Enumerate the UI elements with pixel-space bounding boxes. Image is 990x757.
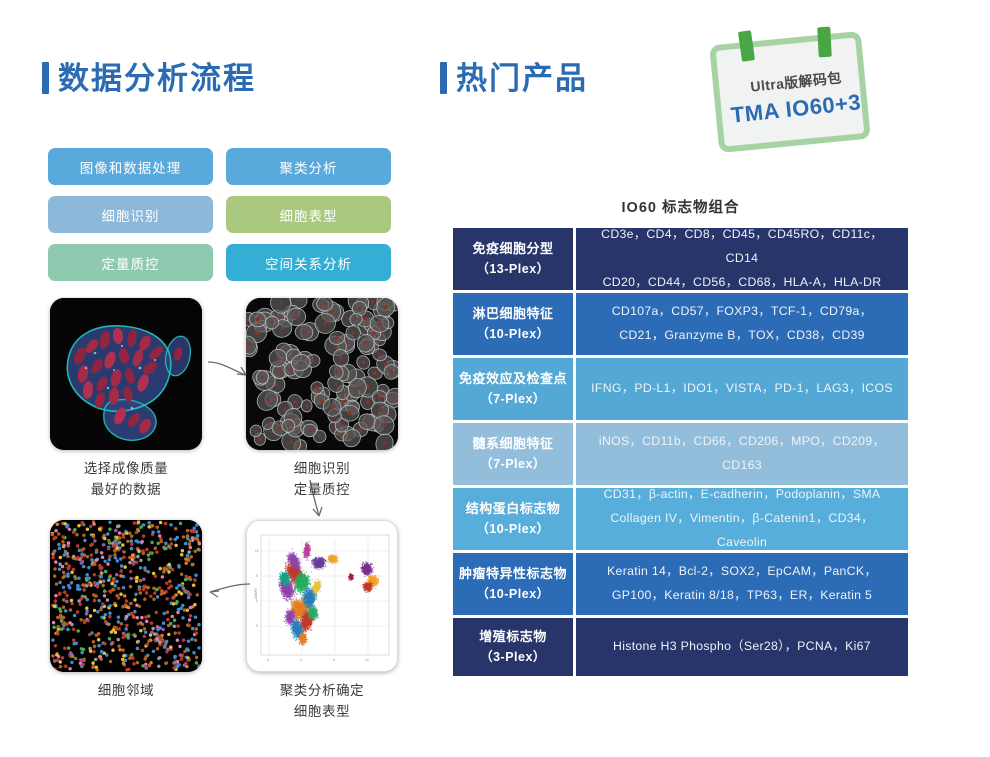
marker-plex-count: （7-Plex） xyxy=(480,392,546,407)
pill-label: 细胞表型 xyxy=(279,208,338,224)
marker-table-row: 肿瘤特异性标志物 （10-Plex） Keratin 14，Bcl-2，SOX2，E… xyxy=(453,553,908,615)
marker-table-row: 髓系细胞特征 （7-Plex） iNOS，CD11b，CD66，CD206，MPO，… xyxy=(453,423,908,485)
marker-list-line: CD107a，CD57，FOXP3，TCF-1，CD79a， xyxy=(611,304,873,319)
caption-line-2: 最好的数据 xyxy=(90,481,162,497)
marker-list-line: CD21，Granzyme B，TOX，CD38，CD39 xyxy=(619,328,865,342)
marker-list: IFNG，PD-L1，IDO1，VISTA，PD-1，LAG3，ICOS xyxy=(576,358,908,420)
workflow-pill-quantitative-qc[interactable]: 定量质控 xyxy=(48,244,213,281)
arrow-tissue-to-segmentation xyxy=(206,358,252,389)
marker-category-label: 免疫细胞分型 （13-Plex） xyxy=(453,228,573,290)
marker-category-name: 髓系细胞特征 xyxy=(472,435,554,451)
marker-category-label: 髓系细胞特征 （7-Plex） xyxy=(453,423,573,485)
right-heading-text: 热门产品 xyxy=(456,60,588,96)
marker-table-row: 淋巴细胞特征 （10-Plex） CD107a，CD57，FOXP3，TCF-1，C… xyxy=(453,293,908,355)
marker-category-name: 结构蛋白标志物 xyxy=(465,500,561,516)
workflow-pill-cell-identification[interactable]: 细胞识别 xyxy=(48,196,213,233)
marker-list-line: Histone H3 Phospho（Ser28），PCNA，Ki67 xyxy=(613,639,871,654)
caption-line-1: 细胞识别 xyxy=(293,461,351,476)
caption-line-1: 聚类分析确定 xyxy=(279,683,365,698)
right-section-heading: 热门产品 xyxy=(440,62,588,94)
marker-table-row: 结构蛋白标志物 （10-Plex） CD31，β-actin，E-cadherin，… xyxy=(453,487,908,550)
marker-list: iNOS，CD11b，CD66，CD206，MPO，CD209，CD163 xyxy=(576,423,908,485)
marker-category-name: 肿瘤特异性标志物 xyxy=(458,565,567,581)
caption-neighborhood: 细胞邻域 xyxy=(41,681,211,702)
arrow-umap-to-neighborhood xyxy=(206,578,252,607)
caption-line-2: 定量质控 xyxy=(293,481,351,497)
marker-category-name: 免疫细胞分型 xyxy=(472,240,554,256)
left-section-heading: 数据分析流程 xyxy=(42,62,256,94)
caption-line-2: 细胞表型 xyxy=(293,703,351,719)
heading-accent-bar xyxy=(440,62,447,94)
marker-category-label: 结构蛋白标志物 （10-Plex） xyxy=(453,488,573,550)
cell-segmentation-image xyxy=(246,298,398,450)
marker-panel-table: 免疫细胞分型 （13-Plex） CD3e，CD4，CD8，CD45，CD45RO，… xyxy=(453,227,908,679)
multiplex-tissue-image xyxy=(50,298,202,450)
marker-plex-count: （7-Plex） xyxy=(480,457,546,472)
marker-plex-count: （10-Plex） xyxy=(476,522,550,537)
pill-label: 定量质控 xyxy=(101,256,160,272)
marker-plex-count: （13-Plex） xyxy=(476,262,550,277)
marker-list: CD107a，CD57，FOXP3，TCF-1，CD79a， CD21，Granz… xyxy=(576,293,908,355)
marker-category-name: 淋巴细胞特征 xyxy=(472,305,554,321)
marker-category-label: 淋巴细胞特征 （10-Plex） xyxy=(453,293,573,355)
marker-list-line: GP100，Keratin 8/18，TP63，ER，Keratin 5 xyxy=(611,588,873,602)
marker-list-line: CD31，β-actin，E-cadherin，Podoplanin，SMA xyxy=(603,487,881,502)
heading-accent-bar xyxy=(42,62,49,94)
marker-list-line: CD20，CD44，CD56，CD68，HLA-A，HLA-DR xyxy=(602,274,882,289)
marker-category-name: 免疫效应及检查点 xyxy=(458,370,567,386)
pill-label: 图像和数据处理 xyxy=(79,160,182,176)
marker-list-line: CD3e，CD4，CD8，CD45，CD45RO，CD11c，CD14 xyxy=(601,227,883,266)
caption-line-1: 细胞邻域 xyxy=(97,683,155,698)
marker-category-label: 肿瘤特异性标志物 （10-Plex） xyxy=(453,553,573,615)
marker-category-label: 免疫效应及检查点 （7-Plex） xyxy=(453,358,573,420)
workflow-pill-image-data-processing[interactable]: 图像和数据处理 xyxy=(48,148,213,185)
marker-list-line: iNOS，CD11b，CD66，CD206，MPO，CD209，CD163 xyxy=(598,434,886,472)
caption-umap: 聚类分析确定 细胞表型 xyxy=(237,681,407,723)
badge-clip-left-icon xyxy=(737,30,756,62)
arrow-segmentation-to-umap xyxy=(306,478,332,525)
marker-plex-count: （3-Plex） xyxy=(480,650,546,665)
marker-list-line: IFNG，PD-L1，IDO1，VISTA，PD-1，LAG3，ICOS xyxy=(591,381,893,396)
left-heading-text: 数据分析流程 xyxy=(58,60,256,96)
pill-label: 聚类分析 xyxy=(279,160,338,176)
marker-list: Keratin 14，Bcl-2，SOX2，EpCAM，PanCK， GP100，… xyxy=(576,553,908,615)
pill-label: 细胞识别 xyxy=(101,208,160,224)
marker-plex-count: （10-Plex） xyxy=(476,327,550,342)
badge-clip-right-icon xyxy=(817,26,832,58)
marker-category-label: 增殖标志物 （3-Plex） xyxy=(453,618,573,676)
caption-tissue: 选择成像质量 最好的数据 xyxy=(41,459,211,501)
cell-neighborhood-image xyxy=(50,520,202,672)
marker-table-row: 免疫细胞分型 （13-Plex） CD3e，CD4，CD8，CD45，CD45RO，… xyxy=(453,227,908,290)
workflow-pill-spatial-relationship[interactable]: 空间关系分析 xyxy=(226,244,391,281)
marker-panel-title: IO60 标志物组合 xyxy=(621,200,740,216)
workflow-pill-cluster-analysis[interactable]: 聚类分析 xyxy=(226,148,391,185)
marker-plex-count: （10-Plex） xyxy=(476,587,550,602)
caption-segmentation: 细胞识别 定量质控 xyxy=(237,459,407,501)
marker-list-line: Collagen IV，Vimentin，β-Catenin1，CD34，Cav… xyxy=(610,511,874,549)
marker-category-name: 增殖标志物 xyxy=(479,628,547,644)
product-badge: Ultra版解码包 TMA IO60+3 xyxy=(700,20,880,160)
marker-table-row: 增殖标志物 （3-Plex） Histone H3 Phospho（Ser28），P… xyxy=(453,618,908,676)
caption-line-1: 选择成像质量 xyxy=(83,461,169,476)
marker-table-row: 免疫效应及检查点 （7-Plex） IFNG，PD-L1，IDO1，VISTA，PD… xyxy=(453,358,908,420)
workflow-pill-cell-phenotype[interactable]: 细胞表型 xyxy=(226,196,391,233)
marker-list: CD31，β-actin，E-cadherin，Podoplanin，SMA Co… xyxy=(576,487,908,550)
pill-label: 空间关系分析 xyxy=(265,256,352,272)
marker-list: Histone H3 Phospho（Ser28），PCNA，Ki67 xyxy=(576,618,908,676)
marker-list-line: Keratin 14，Bcl-2，SOX2，EpCAM，PanCK， xyxy=(607,564,877,579)
